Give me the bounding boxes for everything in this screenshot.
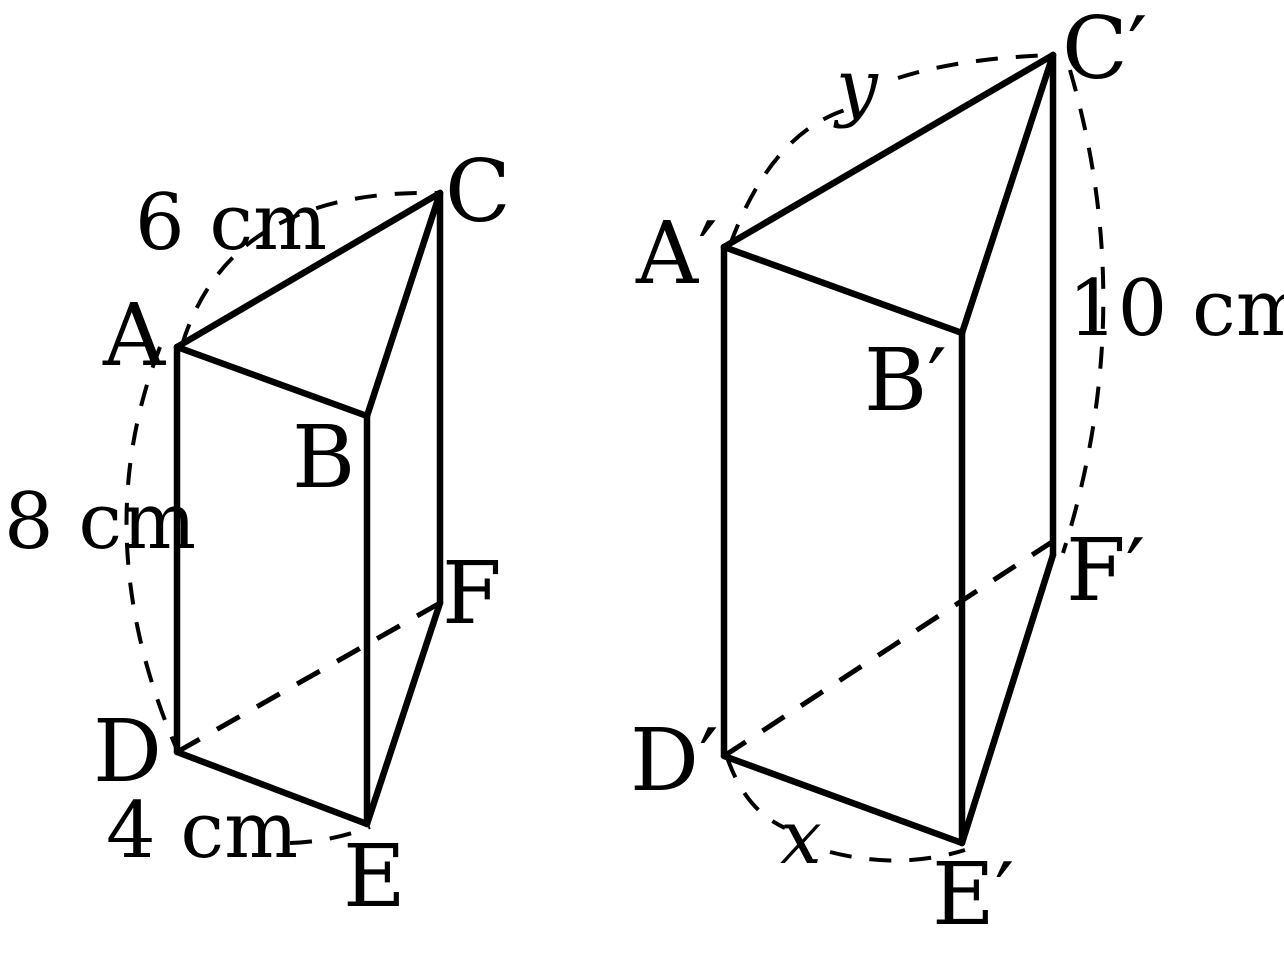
large-ac-measure-arc: [728, 108, 846, 246]
small-ac-length-label: 6 cm: [135, 178, 327, 268]
small-label-e: E: [343, 827, 406, 927]
large-edge-bc: [958, 51, 1057, 337]
large-edge-ca: [720, 51, 1057, 251]
large-label-b: B′: [864, 331, 947, 431]
small-ad-measure-arc: [124, 346, 180, 753]
large-prism: A′ B′ C′ D′ E′ F′ y 10 cm x: [630, 0, 1284, 945]
large-edge-df-hidden: [722, 537, 1057, 759]
large-label-e: E′: [932, 845, 1014, 945]
large-de-measure-arc: [725, 756, 786, 830]
large-cf-length-label: 10 cm: [1068, 264, 1284, 354]
small-edge-de: [173, 748, 371, 828]
small-label-c: C: [445, 142, 511, 242]
small-edge-ef: [363, 599, 444, 828]
small-label-a: A: [102, 286, 166, 386]
small-label-d: D: [93, 702, 162, 802]
small-label-f: F: [442, 544, 502, 644]
small-prism: A B C D E F 6 cm 8 cm 4 cm: [4, 142, 511, 927]
large-ac-measure-arc-upper: [897, 53, 1054, 80]
large-ac-length-label: y: [833, 44, 879, 130]
small-edge-ca: [173, 189, 444, 351]
small-edge-bc: [363, 189, 444, 420]
large-edge-ef: [958, 551, 1057, 847]
large-cf-measure-arc: [1061, 69, 1106, 554]
large-label-d: D′: [630, 711, 718, 811]
small-label-b: B: [292, 408, 355, 508]
small-de-measure-arc: [289, 825, 371, 845]
large-de-length-label: x: [780, 795, 822, 881]
large-de-measure-arc-right: [829, 848, 966, 863]
small-de-length-label: 4 cm: [106, 786, 298, 876]
large-label-c: C′: [1062, 0, 1147, 99]
large-label-f: F′: [1066, 521, 1145, 621]
small-edge-ab: [173, 343, 371, 420]
large-label-a: A′: [635, 204, 718, 304]
small-edge-df-hidden: [175, 600, 442, 755]
large-edge-de: [720, 752, 966, 847]
small-ac-measure-arc: [180, 190, 441, 346]
small-ad-length-label: 8 cm: [4, 477, 196, 567]
large-edge-ab: [720, 243, 966, 337]
